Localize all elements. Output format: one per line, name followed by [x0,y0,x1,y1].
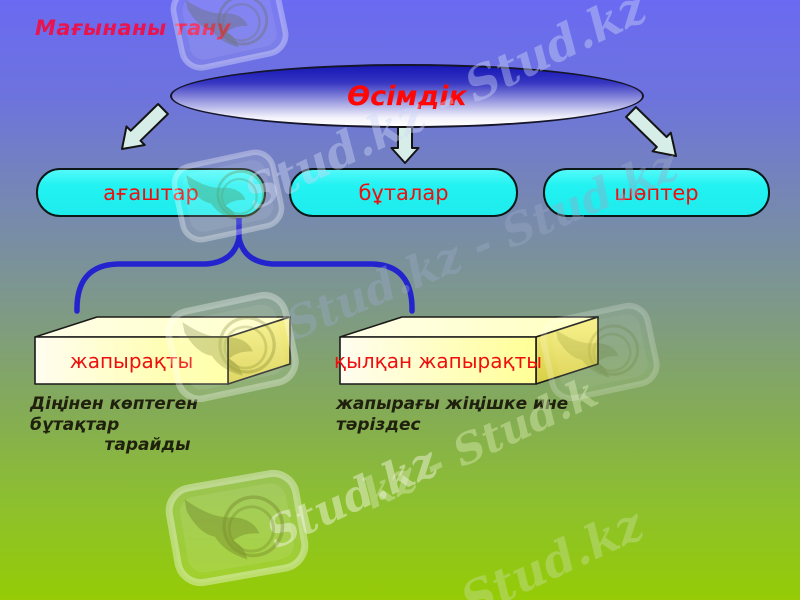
watermark-text: Stud.kz [452,496,652,600]
root-node-label: Өсімдік [347,80,467,112]
arrow-down-right-icon [625,106,677,157]
caption-right: жапырағы жіңішке ине тәріздес [336,394,569,435]
branch-node-butalar: бұталар [289,168,518,217]
branch-label: шөптер [614,180,699,205]
branch-label: ағаштар [103,180,199,205]
watermark-text: kz - Stud.k [355,367,605,519]
stud-kz-logo-icon [533,294,666,410]
branch-node-shopter: шөптер [543,168,770,217]
arrow-down-icon [390,126,420,164]
page-title: Мағынаны тану [35,16,231,40]
leaf-node-zhapyrakty: жапырақты [35,337,228,384]
caption-left: Діңінен көптеген бұтақтар тарайды [30,394,265,456]
stud-kz-logo-icon [159,463,316,594]
caption-left-line2: тарайды [104,435,191,456]
root-node-ellipse: Өсімдік [170,64,644,128]
caption-left-line1: Діңінен көптеген бұтақтар [30,394,198,435]
arrow-down-left-icon [121,103,169,150]
brace-connector [74,218,415,314]
leaf-node-kylkan-zhapyrakty: қылқан жапырақты [334,337,542,384]
leaf-label: қылқан жапырақты [333,348,543,373]
branch-node-agashtar: ағаштар [36,168,266,217]
watermark-text: Stud.kz [259,437,445,559]
leaf-label: жапырақты [69,348,194,373]
branch-label: бұталар [358,180,449,205]
